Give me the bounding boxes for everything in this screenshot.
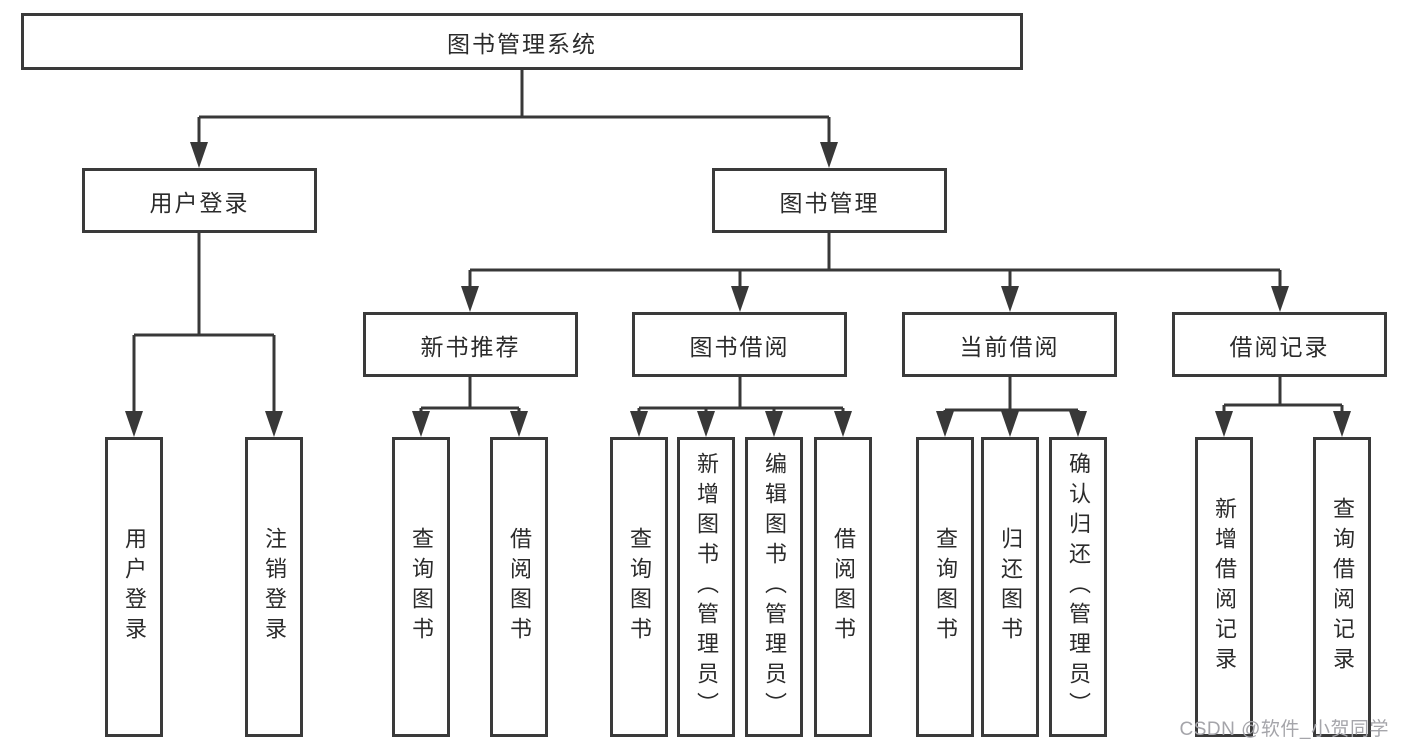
csdn-watermark: CSDN @软件_小贺同学 [1179,719,1389,740]
leaf-label: 编辑图书（管理员） [762,452,787,722]
node-book-borrow: 图书借阅 [632,312,847,377]
leaf-label: 注销登录 [262,527,287,647]
node-user-login-branch: 用户登录 [82,168,317,233]
leaf-logout: 注销登录 [245,437,303,737]
node-library-management-system: 图书管理系统 [21,13,1023,70]
node-label: 用户登录 [149,189,250,216]
node-new-book-recommend: 新书推荐 [363,312,578,377]
node-current-borrow: 当前借阅 [902,312,1117,377]
leaf-label: 查询图书 [627,527,652,647]
node-label: 借阅记录 [1229,333,1330,360]
leaf-label: 新增图书（管理员） [694,452,719,722]
leaf-label: 查询图书 [409,527,434,647]
node-label: 图书管理 [779,189,880,216]
leaf-query-books-current: 查询图书 [916,437,974,737]
node-book-management-branch: 图书管理 [712,168,947,233]
leaf-edit-books-admin: 编辑图书（管理员） [745,437,803,737]
leaf-query-books-borrow: 查询图书 [610,437,668,737]
leaf-label: 查询借阅记录 [1330,497,1355,677]
leaf-borrow-books: 借阅图书 [814,437,872,737]
node-label: 新书推荐 [420,333,521,360]
leaf-label: 用户登录 [122,527,147,647]
leaf-borrow-books-recommend: 借阅图书 [490,437,548,737]
leaf-label: 查询图书 [933,527,958,647]
leaf-label: 新增借阅记录 [1212,497,1237,677]
node-label: 当前借阅 [959,333,1060,360]
leaf-label: 借阅图书 [507,527,532,647]
leaf-user-login: 用户登录 [105,437,163,737]
leaf-query-borrow-record: 查询借阅记录 [1313,437,1371,737]
leaf-label: 借阅图书 [831,527,856,647]
leaf-return-books: 归还图书 [981,437,1039,737]
leaf-query-books-recommend: 查询图书 [392,437,450,737]
leaf-add-books-admin: 新增图书（管理员） [677,437,735,737]
leaf-confirm-return-admin: 确认归还（管理员） [1049,437,1107,737]
leaf-label: 确认归还（管理员） [1066,452,1091,722]
node-label: 图书借阅 [689,333,790,360]
leaf-label: 归还图书 [998,527,1023,647]
node-label: 图书管理系统 [447,30,597,57]
leaf-add-borrow-record: 新增借阅记录 [1195,437,1253,737]
node-borrow-records: 借阅记录 [1172,312,1387,377]
